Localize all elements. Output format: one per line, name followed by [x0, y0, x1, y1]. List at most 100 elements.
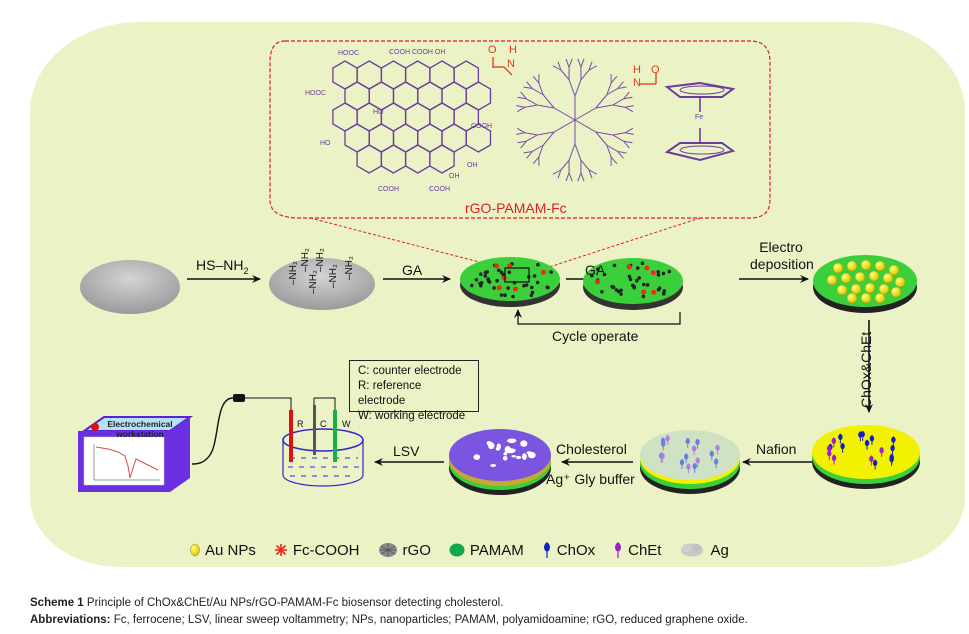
cable-connector	[233, 394, 245, 402]
hexagon-ring	[356, 144, 383, 174]
ag-deposit	[516, 455, 521, 460]
au-nanoparticle	[826, 274, 838, 286]
chet-icon	[615, 542, 622, 558]
nh2-label: –NH₂	[308, 270, 319, 294]
label-cooh-bottom-left: COOH	[378, 186, 399, 193]
fc-cooh-dot	[494, 263, 499, 269]
label-amide-h-left: H	[509, 44, 517, 56]
enzyme-marker	[860, 430, 865, 438]
label-cooh-bottom-right: COOH	[429, 186, 450, 193]
dendrimer-branch	[532, 75, 540, 84]
legend-item-ag: Ag	[679, 542, 729, 559]
label-cooh-right: COOH	[471, 123, 492, 130]
dendrimer-branch	[537, 104, 555, 109]
fc-cooh-dot	[644, 265, 650, 271]
fc-cooh-dot	[626, 264, 632, 270]
hexagon-ring	[429, 144, 455, 174]
dendrimer-branch	[516, 106, 526, 113]
electrode-letter-c: C	[320, 419, 327, 429]
rgo-dot	[536, 262, 540, 267]
fc-cooh-dot	[650, 270, 656, 276]
rgo-dot	[474, 278, 479, 282]
inset-title: rGO-PAMAM-Fc	[465, 200, 567, 216]
rgo-dot	[645, 283, 650, 287]
rgo-dot	[503, 293, 507, 298]
ag-deposit	[522, 453, 527, 460]
enzyme-marker	[826, 445, 832, 453]
dendrimer-branch	[610, 75, 618, 84]
rgo-dot	[635, 278, 639, 283]
step8-reagent-label: LSV	[393, 443, 420, 459]
au-nanoparticle	[832, 262, 844, 274]
enzyme-marker	[665, 434, 670, 442]
ag-deposit	[495, 446, 501, 451]
label-fe: Fe	[695, 114, 704, 121]
rgo-icon	[378, 543, 397, 557]
dendrimer-branch	[588, 169, 593, 179]
dendrimer-branch	[577, 58, 582, 68]
electrode-key-reference: R: reference electrode	[358, 380, 422, 407]
bare-electrode	[80, 260, 180, 314]
enzyme-marker	[827, 449, 832, 457]
rgo-dot	[600, 290, 604, 294]
dendrimer-branch	[574, 119, 597, 133]
amine-modified-electrode	[269, 258, 375, 310]
dendrimer-branch	[574, 143, 582, 161]
dendrimer-branch	[517, 96, 527, 100]
fc-cooh-dot	[594, 279, 600, 285]
ga-modified-electrode	[583, 258, 683, 310]
electrode-key-box: C: counter electrode R: reference electr…	[349, 360, 479, 422]
fc-cooh-icon	[274, 544, 287, 556]
enzyme-marker	[831, 437, 837, 445]
label-amide-n-left: N	[507, 58, 515, 70]
label-amide-h-right: H	[633, 64, 641, 76]
enzyme-marker	[831, 454, 837, 462]
dendrimer-branch	[532, 156, 540, 165]
label-amide-o-left: O	[488, 44, 497, 56]
dendrimer-branch	[623, 96, 633, 100]
dendrimer-branch	[537, 131, 555, 136]
dendrimer-branch	[524, 132, 538, 136]
rgo-dot	[632, 285, 636, 290]
au-nanoparticle	[846, 260, 858, 272]
legend-item-rgo: rGO	[378, 542, 431, 559]
rgo-dot	[485, 270, 490, 274]
ag-deposited-electrode	[449, 429, 551, 495]
rgo-dot	[590, 273, 594, 278]
au-nanoparticle	[868, 270, 880, 282]
dendrimer-branch	[580, 58, 585, 68]
electrode-key-counter: C: counter electrode	[358, 365, 462, 377]
dendrimer-branch	[532, 88, 544, 96]
dendrimer-branch	[617, 81, 624, 89]
nh2-label: –NH₂	[328, 264, 339, 288]
enzyme-marker	[840, 442, 845, 450]
au-nps-electrode	[813, 255, 917, 313]
rgo-dot	[499, 270, 504, 275]
rgo-dot	[530, 285, 534, 290]
power-indicator	[91, 423, 99, 431]
dendrimer-branch	[560, 69, 570, 81]
rgo-dot	[486, 278, 491, 283]
rgo-dot	[614, 288, 619, 292]
fc-cooh-dot	[641, 289, 647, 295]
label-ho-left: HO	[320, 140, 331, 147]
dendrimer-branch	[624, 127, 634, 134]
dendrimer-branch	[606, 145, 612, 158]
rgo-dot	[546, 285, 550, 290]
dendrimer-branch	[553, 107, 576, 121]
dendrimer-branch	[606, 88, 618, 96]
dendrimer-branch	[568, 58, 573, 68]
dendrimer-branch	[606, 144, 618, 152]
rgo-dot	[619, 292, 623, 296]
dendrimer-branch	[568, 172, 573, 182]
dendrimer-branch	[524, 104, 538, 108]
label-cooh-top: COOH COOH OH	[389, 49, 446, 56]
dendrimer-branch	[617, 151, 624, 159]
ferrocene-structure	[664, 81, 736, 162]
dendrimer-branch	[538, 145, 544, 158]
dendrimer-branch	[565, 58, 570, 68]
legend-item-fc-cooh: Fc-COOH	[274, 542, 360, 559]
workstation-title: Electrochemical workstation	[107, 419, 173, 439]
pamam-dendrimer-structure	[516, 58, 634, 182]
amide-linker-left	[492, 57, 513, 76]
